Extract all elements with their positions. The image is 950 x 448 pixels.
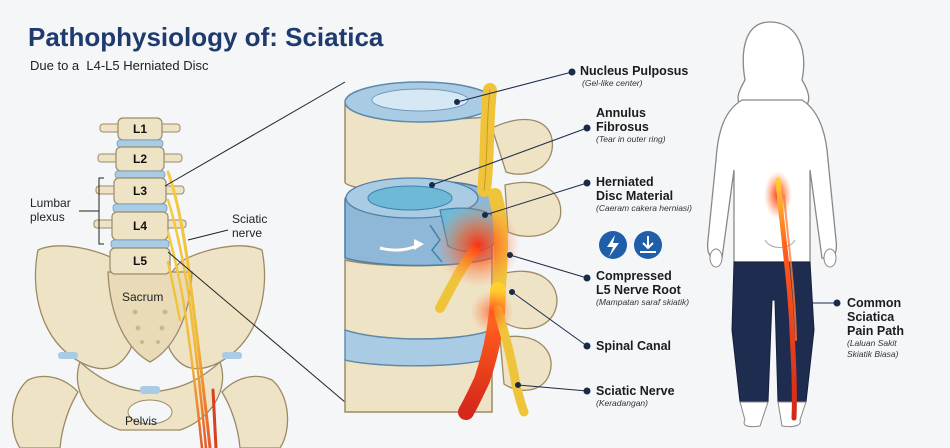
label-l4: L4 xyxy=(133,219,148,233)
zoom-line-top xyxy=(164,81,346,187)
callout-nucleus-pulposus: Nucleus Pulposus (Gel-like center) xyxy=(580,64,689,88)
pelvis-ring xyxy=(76,360,224,431)
callout-annulus-fibrosus: Annulus Fibrosus (Tear in outer ring) xyxy=(596,106,666,144)
page-subtitle: Due to a L4-L5 Herniated Disc xyxy=(30,58,209,73)
callout-leaders xyxy=(429,68,841,395)
callout-spinal-canal: Spinal Canal xyxy=(596,339,672,353)
vertebra-l5 xyxy=(109,247,171,275)
callout-herniated-disc: Herniated Disc Material (Caeram cakera h… xyxy=(596,175,692,213)
vertebra-l3 xyxy=(95,177,185,205)
page-title: Pathophysiology of: Sciatica xyxy=(28,22,384,52)
callout-pain-path: Common Sciatica Pain Path (Laluan Sakit … xyxy=(847,296,904,359)
sacrum-bone xyxy=(107,271,193,363)
lumbar-spine xyxy=(11,81,353,448)
callout-sciatic-nerve: Sciatic Nerve (Keradangan) xyxy=(596,384,675,408)
sciatic-nerve-strands xyxy=(166,170,218,448)
patient-figure xyxy=(706,21,838,428)
callout-compressed-nerve-root: Compressed L5 Nerve Root (Mampatan saraf… xyxy=(596,269,690,307)
label-l5: L5 xyxy=(133,254,148,268)
vertebra-l2 xyxy=(97,146,183,172)
label-l3: L3 xyxy=(133,184,148,198)
zoom-line-bottom xyxy=(167,251,353,409)
inflammation-glow xyxy=(436,203,520,287)
label-l1: L1 xyxy=(133,122,148,136)
compression-down-icon xyxy=(634,231,662,259)
label-l2: L2 xyxy=(133,152,148,166)
label-sacrum: Sacrum xyxy=(122,290,164,304)
label-pelvis: Pelvis xyxy=(125,414,158,428)
vertebra-l1 xyxy=(99,117,181,141)
label-lumbar-plexus: Lumbar plexus xyxy=(30,196,71,224)
herniated-disc-closeup xyxy=(344,81,562,420)
pain-path-line xyxy=(775,177,797,421)
lightning-pain-icon xyxy=(599,231,627,259)
label-sciatic-nerve-left: Sciatic nerve xyxy=(232,212,268,240)
